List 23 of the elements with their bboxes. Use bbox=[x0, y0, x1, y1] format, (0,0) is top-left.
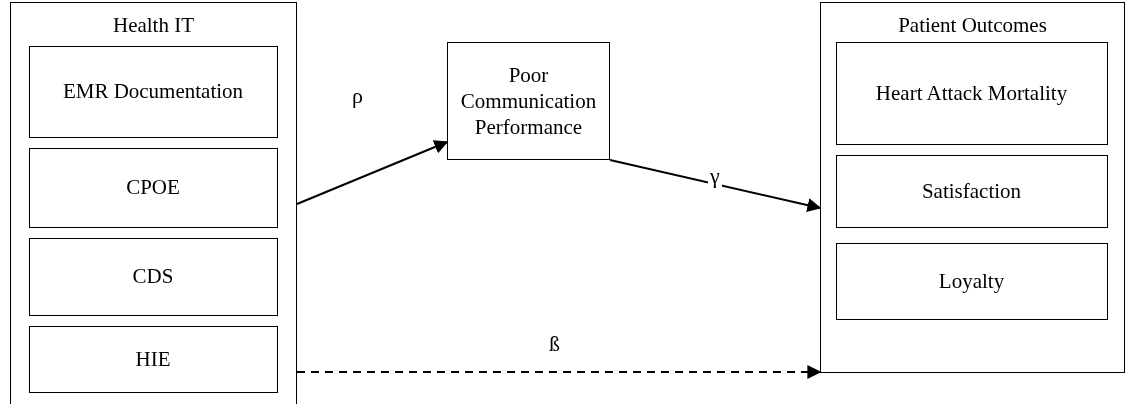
concept-box bbox=[28, 45, 278, 138]
concept-label: EMR Documentation bbox=[62, 78, 244, 105]
concept-label: HIE bbox=[135, 345, 171, 373]
arrow bbox=[609, 159, 822, 212]
group-heading: Patient Outcomes bbox=[897, 13, 1048, 38]
concept-box bbox=[835, 242, 1108, 320]
arrow bbox=[296, 140, 449, 205]
arrow bbox=[296, 365, 822, 379]
concept-box bbox=[835, 154, 1108, 228]
concept-box bbox=[28, 237, 278, 316]
concept-label: CDS bbox=[132, 263, 174, 290]
group-box bbox=[10, 2, 297, 404]
concept-box bbox=[28, 147, 278, 228]
concept-label: Satisfaction bbox=[921, 177, 1022, 205]
concept-box bbox=[28, 325, 278, 393]
group-heading: Health IT bbox=[111, 13, 195, 38]
concept-box bbox=[447, 42, 610, 160]
concept-box bbox=[835, 41, 1108, 145]
concept-label: CPOE bbox=[126, 174, 180, 201]
concept-label: Loyalty bbox=[938, 267, 1005, 295]
concept-label: Poor Communication Performance bbox=[459, 61, 598, 141]
concept-label: Heart Attack Mortality bbox=[875, 79, 1068, 107]
group-box bbox=[820, 2, 1125, 373]
